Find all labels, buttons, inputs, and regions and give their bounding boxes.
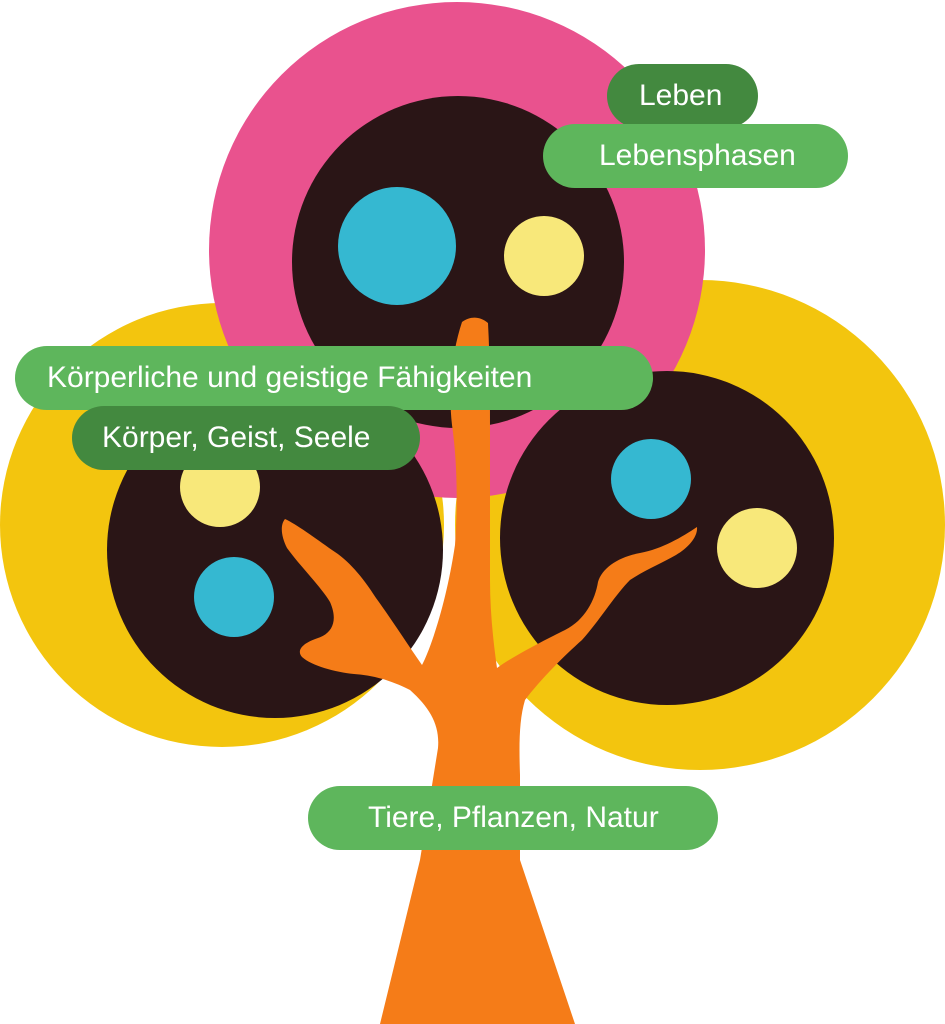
label-koerper-geist-seele[interactable]: Körper, Geist, Seele [72,406,420,470]
right-yellow-dot [717,508,797,588]
label-natur[interactable]: Tiere, Pflanzen, Natur [308,786,718,850]
top-blue-dot [338,187,456,305]
label-lebensphasen-text: Lebensphasen [599,139,796,172]
label-natur-text: Tiere, Pflanzen, Natur [368,801,659,834]
label-lebensphasen[interactable]: Lebensphasen [543,124,848,188]
label-koerper-geist-seele-text: Körper, Geist, Seele [102,421,371,454]
top-dark-circle [292,96,624,428]
tree-trunk [281,317,698,1024]
label-faehigkeiten[interactable]: Körperliche und geistige Fähigkeiten [15,346,653,410]
left-blue-dot [194,557,274,637]
label-leben-text: Leben [639,79,723,112]
top-yellow-dot [504,216,584,296]
label-leben[interactable]: Leben [607,64,758,128]
right-blue-dot [611,439,691,519]
label-faehigkeiten-text: Körperliche und geistige Fähigkeiten [47,361,533,394]
